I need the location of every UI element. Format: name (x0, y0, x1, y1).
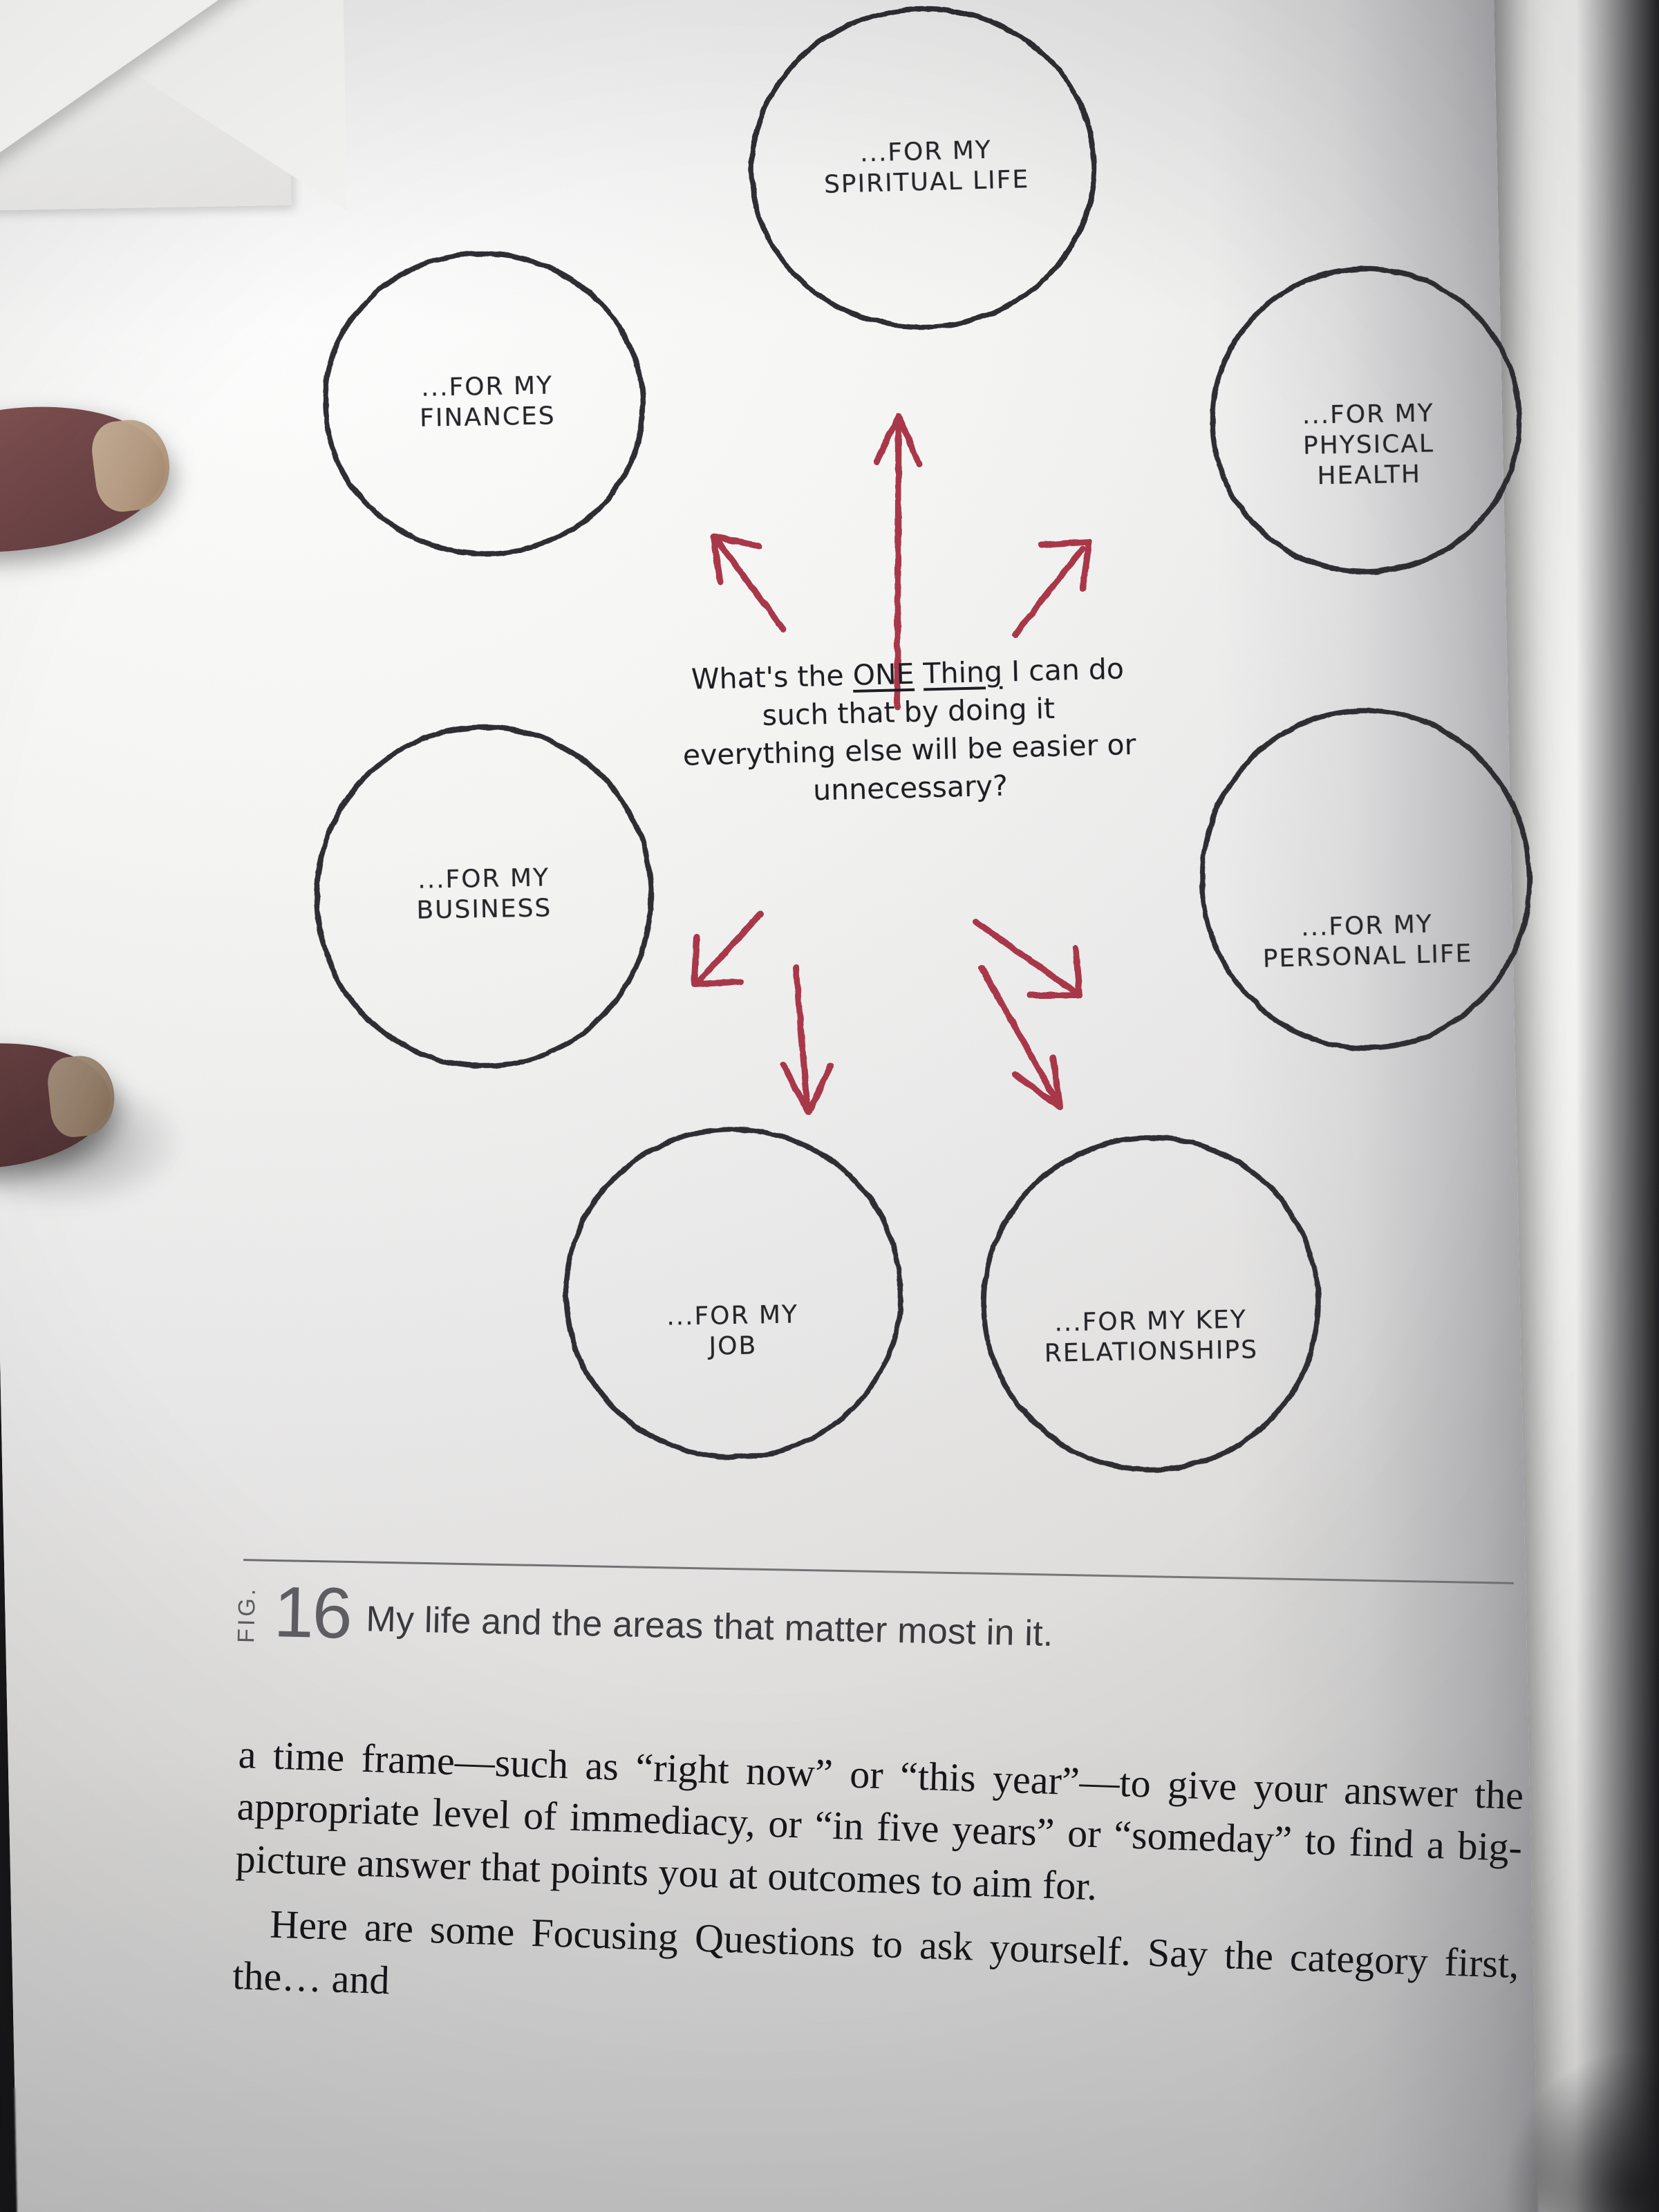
bottom-right-shadow (1424, 1991, 1659, 2212)
circle-key-relationships (981, 1135, 1321, 1472)
fold-face (0, 0, 348, 219)
circle-spiritual-life (749, 6, 1097, 330)
label-job: ...FOR MY JOB (666, 1300, 799, 1361)
fig-number: 16 (272, 1572, 352, 1654)
circle-personal-life (1199, 708, 1533, 1051)
folded-page-corner: 1 (0, 0, 432, 350)
underlined-one: ONE (852, 657, 915, 692)
label-personal-life: ...FOR MY PERSONAL LIFE (1262, 910, 1473, 973)
circle-physical-health (1210, 266, 1522, 574)
arrow-up-right (1011, 538, 1093, 638)
arrow-up (873, 413, 923, 711)
label-business: ...FOR MY BUSINESS (416, 863, 552, 925)
arrow-down-left (691, 910, 764, 988)
label-key-relationships: ...FOR MY KEY RELATIONSHIPS (1044, 1305, 1259, 1368)
label-physical-health: ...FOR MY PHYSICAL HEALTH (1302, 399, 1435, 491)
label-finances: ...FOR MY FINANCES (419, 371, 556, 433)
circle-finances (322, 251, 646, 556)
underlined-thing: Thing (922, 655, 1003, 691)
body-text: a time frame—such as “right now” or “thi… (232, 1728, 1524, 2055)
arrow-down-2 (978, 964, 1064, 1111)
circle-business (314, 724, 654, 1069)
arrow-up-left (710, 533, 787, 632)
arrow-down-right (973, 919, 1083, 999)
diagram-svg (314, 6, 1533, 1472)
circle-job (563, 1127, 903, 1460)
right-edge-shadow (1576, 0, 1659, 2212)
arrow-down (780, 964, 834, 1116)
label-spiritual-life: ...FOR MY SPIRITUAL LIFE (823, 135, 1030, 199)
figure-16-diagram: ...FOR MY SPIRITUAL LIFE ...FOR MY FINAN… (314, 6, 1533, 1472)
focusing-question: What's the ONE Thing I can do such that … (565, 647, 1253, 816)
fig-label: FIG. (233, 1586, 261, 1644)
